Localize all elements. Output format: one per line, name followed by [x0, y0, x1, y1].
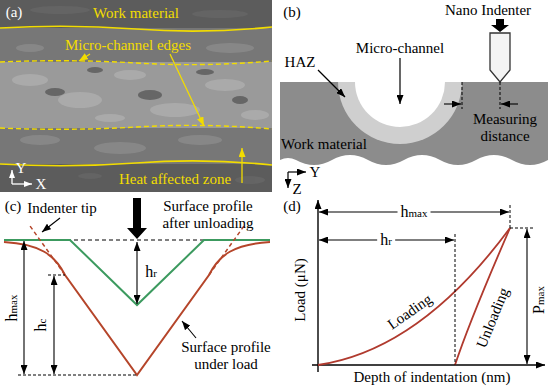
- callout-label: Heat affected zone: [119, 171, 231, 188]
- region-label: Work material: [93, 5, 179, 22]
- axis-line: [312, 364, 545, 365]
- region-outline: [0, 26, 272, 31]
- axis-arrow: [11, 170, 12, 184]
- curve-label: Unloading: [473, 285, 512, 350]
- dimension-label: hr: [377, 231, 395, 250]
- dimension-arrow: [53, 276, 54, 374]
- dimension-line: [462, 82, 463, 109]
- indenter-line: [209, 226, 244, 275]
- reference-line: [510, 205, 511, 228]
- axis-title: Load (μN): [292, 258, 309, 321]
- callout-label: Nano Indenter: [445, 2, 531, 19]
- dimension-label: Measuring distance: [466, 111, 544, 145]
- dimension-line: [500, 82, 501, 109]
- callout-label: Surface profile after unloading: [149, 198, 267, 232]
- dimension-arrow: [501, 103, 518, 104]
- axis-title: Depth of indentation (nm): [353, 369, 510, 386]
- indenter-line: [30, 226, 65, 275]
- reference-line: [510, 228, 535, 229]
- leader-arrow: [79, 54, 90, 61]
- unloaded-profile: [4, 240, 270, 305]
- dimension-label: hmax: [398, 203, 431, 222]
- dimension-arrow: [23, 241, 24, 374]
- dimension-label: Pmax: [529, 286, 548, 314]
- load-arrow: [491, 19, 509, 32]
- cross-section: [280, 19, 548, 188]
- sem-micrograph: [0, 0, 272, 192]
- panel-letter: (b): [283, 4, 301, 21]
- indenter-symbol: [490, 33, 510, 82]
- leader-arrow: [318, 70, 345, 97]
- reference-line: [18, 375, 137, 376]
- axis-arrow: [287, 172, 288, 188]
- dimension-label: hmax: [2, 295, 21, 322]
- region-label: Work material: [281, 136, 367, 153]
- leader-arrow: [170, 54, 204, 126]
- callout-label: Micro-channel: [356, 40, 444, 57]
- leader-arrow: [399, 58, 400, 104]
- leader-arrow: [182, 321, 196, 338]
- reference-line: [48, 275, 65, 276]
- dimension-arrow: [444, 103, 461, 104]
- axis-arrow: [288, 171, 306, 172]
- work-material: [280, 82, 548, 165]
- panel-letter: (d): [283, 198, 301, 215]
- leader-arrow: [42, 218, 60, 232]
- callout-label: Surface profile under load: [174, 339, 278, 373]
- dimension-label: hr: [145, 263, 157, 282]
- callout-label: Micro-channel edges: [65, 37, 191, 54]
- axis-line: [317, 200, 318, 372]
- region-outline: [0, 161, 272, 166]
- axis-label: Z: [292, 181, 301, 198]
- callout-label: Indenter tip: [27, 200, 97, 217]
- axis-arrow: [12, 183, 32, 184]
- channel-edge: [0, 125, 272, 129]
- callout-label: HAZ: [285, 54, 316, 71]
- channel-edge: [0, 61, 272, 65]
- dimension-label: hc: [32, 319, 51, 332]
- load-depth-chart: [312, 200, 545, 372]
- pointer-arrow: [127, 198, 147, 239]
- reference-line: [455, 234, 456, 365]
- axis-label: Y: [310, 164, 321, 181]
- panel-letter: (a): [6, 4, 23, 21]
- panel-letter: (c): [5, 198, 22, 215]
- leader-arrow: [241, 148, 242, 183]
- axis-label: Y: [16, 160, 27, 177]
- curve-label: Loading: [385, 291, 436, 334]
- loaded-profile: [4, 242, 270, 375]
- dimension-arrow: [136, 242, 137, 304]
- dimension-arrow: [526, 229, 527, 364]
- axis-label: X: [36, 176, 47, 193]
